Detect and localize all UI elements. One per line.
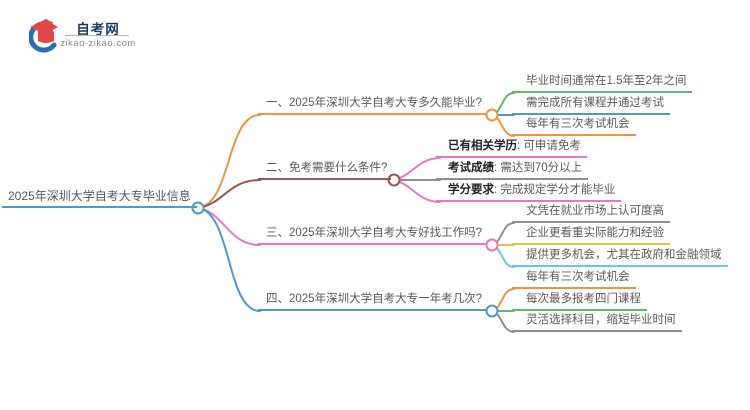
root-node-circle — [191, 201, 205, 215]
edge-b2-c3 — [393, 179, 441, 203]
branch1-answer-1: 毕业时间通常在1.5年至2年之间 — [512, 74, 693, 93]
branch3-answer-2: 企业更看重实际能力和经验 — [512, 226, 670, 245]
branch1-question: 一、2025年深圳大学自考大专多久能毕业? — [258, 96, 486, 115]
edge-root-branch2 — [197, 179, 261, 209]
branch2-node-circle — [387, 173, 401, 187]
edge-b2-c1 — [393, 157, 441, 181]
branch4-node-circle — [485, 304, 499, 318]
answer-text: 需达到70分以上 — [500, 162, 583, 174]
branch4-answer-1: 每年有三次考试机会 — [512, 270, 636, 289]
site-domain: zikao-zikao.com — [60, 38, 136, 49]
graduation-cap-icon — [29, 19, 63, 53]
branch4-question: 四、2025年深圳大学自考大专一年考几次? — [258, 292, 486, 311]
branch2-answer-1: 已有相关学历: 可申请免考 — [436, 139, 587, 158]
root-topic: 2025年深圳大学自考大专毕业信息 — [2, 189, 197, 208]
branch3-answer-3: 提供更多机会，尤其在政府和金融领域 — [512, 248, 728, 267]
answer-text: 可申请免考 — [523, 140, 581, 152]
branch3-node-circle — [485, 238, 499, 252]
colon: : — [517, 140, 524, 152]
logo-cap-base — [38, 31, 54, 43]
branch2-question: 二、免考需要什么条件? — [258, 161, 392, 180]
branch4-answer-3: 灵活选择科目，缩短毕业时间 — [512, 313, 682, 332]
edge-root-branch1 — [197, 114, 261, 209]
answer-term: 已有相关学历 — [448, 140, 517, 152]
branch1-node-circle — [485, 108, 499, 122]
edge-root-branch3 — [197, 207, 261, 246]
site-name: 自考网 — [76, 22, 120, 37]
answer-term: 学分要求 — [448, 184, 494, 196]
logo-cap-notch — [52, 22, 63, 32]
branch1-answer-2: 需完成所有课程并通过考试 — [512, 96, 670, 115]
branch3-question: 三、2025年深圳大学自考大专好找工作吗? — [258, 226, 486, 245]
branch2-answer-2: 考试成绩: 需达到70分以上 — [436, 161, 589, 180]
answer-text: 完成规定学分才能毕业 — [500, 184, 616, 196]
branch4-answer-2: 每次最多报考四门课程 — [512, 292, 647, 311]
branch2-answer-3: 学分要求: 完成规定学分才能毕业 — [436, 183, 622, 202]
branch1-answer-3: 每年有三次考试机会 — [512, 117, 636, 136]
logo-divider — [65, 35, 129, 36]
colon: : — [494, 184, 501, 196]
answer-term: 考试成绩 — [448, 162, 494, 174]
colon: : — [494, 162, 501, 174]
edge-root-branch4 — [197, 207, 261, 312]
branch3-answer-1: 文凭在就业市场上认可度高 — [512, 204, 670, 223]
